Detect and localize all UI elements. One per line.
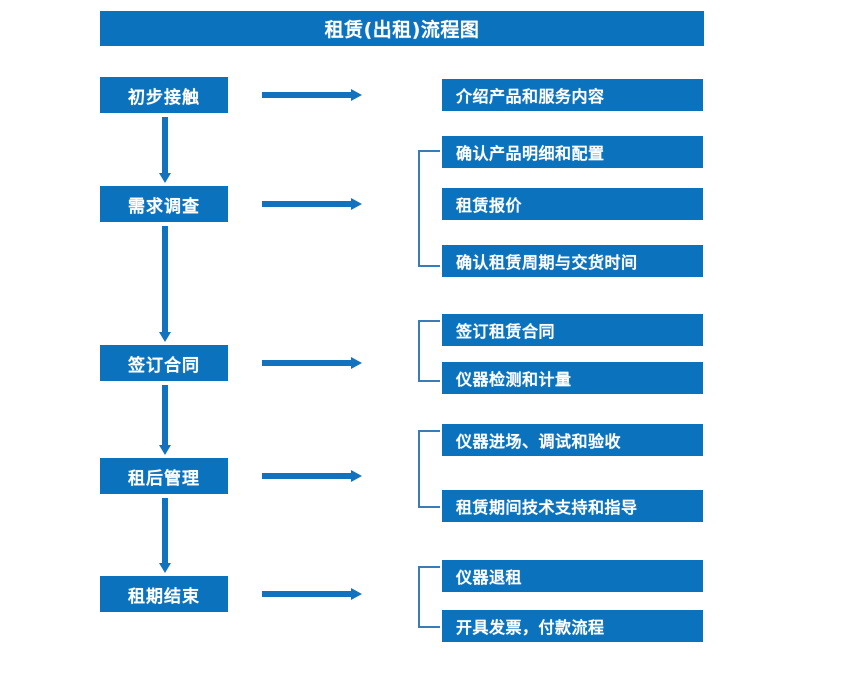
down-arrow-icon-2	[159, 226, 171, 342]
stage-box-5[interactable]: 租期结束	[100, 576, 228, 612]
detail-box-2[interactable]: 确认产品明细和配置	[442, 136, 703, 168]
right-arrow-icon-3	[262, 357, 362, 369]
stage-box-3[interactable]: 签订合同	[100, 345, 228, 381]
group-bracket-4	[418, 566, 440, 628]
detail-box-3[interactable]: 租赁报价	[442, 188, 703, 220]
stage-box-2[interactable]: 需求调查	[100, 186, 228, 222]
stage-box-1[interactable]: 初步接触	[100, 77, 228, 113]
right-arrow-icon-1	[262, 89, 362, 101]
detail-box-9[interactable]: 仪器退租	[442, 560, 703, 592]
detail-box-10[interactable]: 开具发票，付款流程	[442, 610, 703, 642]
right-arrow-icon-4	[262, 470, 362, 482]
detail-box-6[interactable]: 仪器检测和计量	[442, 362, 703, 394]
group-bracket-2	[418, 320, 440, 382]
right-arrow-icon-2	[262, 198, 362, 210]
detail-box-4[interactable]: 确认租赁周期与交货时间	[442, 245, 703, 277]
group-bracket-3	[418, 430, 440, 508]
page-title: 租赁(出租)流程图	[100, 11, 704, 46]
detail-box-7[interactable]: 仪器进场、调试和验收	[442, 424, 703, 456]
detail-box-5[interactable]: 签订租赁合同	[442, 314, 703, 346]
detail-box-8[interactable]: 租赁期间技术支持和指导	[442, 490, 703, 522]
right-arrow-icon-5	[262, 588, 362, 600]
down-arrow-icon-1	[159, 117, 171, 183]
detail-box-1[interactable]: 介绍产品和服务内容	[442, 79, 703, 111]
down-arrow-icon-3	[159, 385, 171, 455]
stage-box-4[interactable]: 租后管理	[100, 458, 228, 494]
down-arrow-icon-4	[159, 498, 171, 573]
group-bracket-1	[418, 150, 440, 267]
